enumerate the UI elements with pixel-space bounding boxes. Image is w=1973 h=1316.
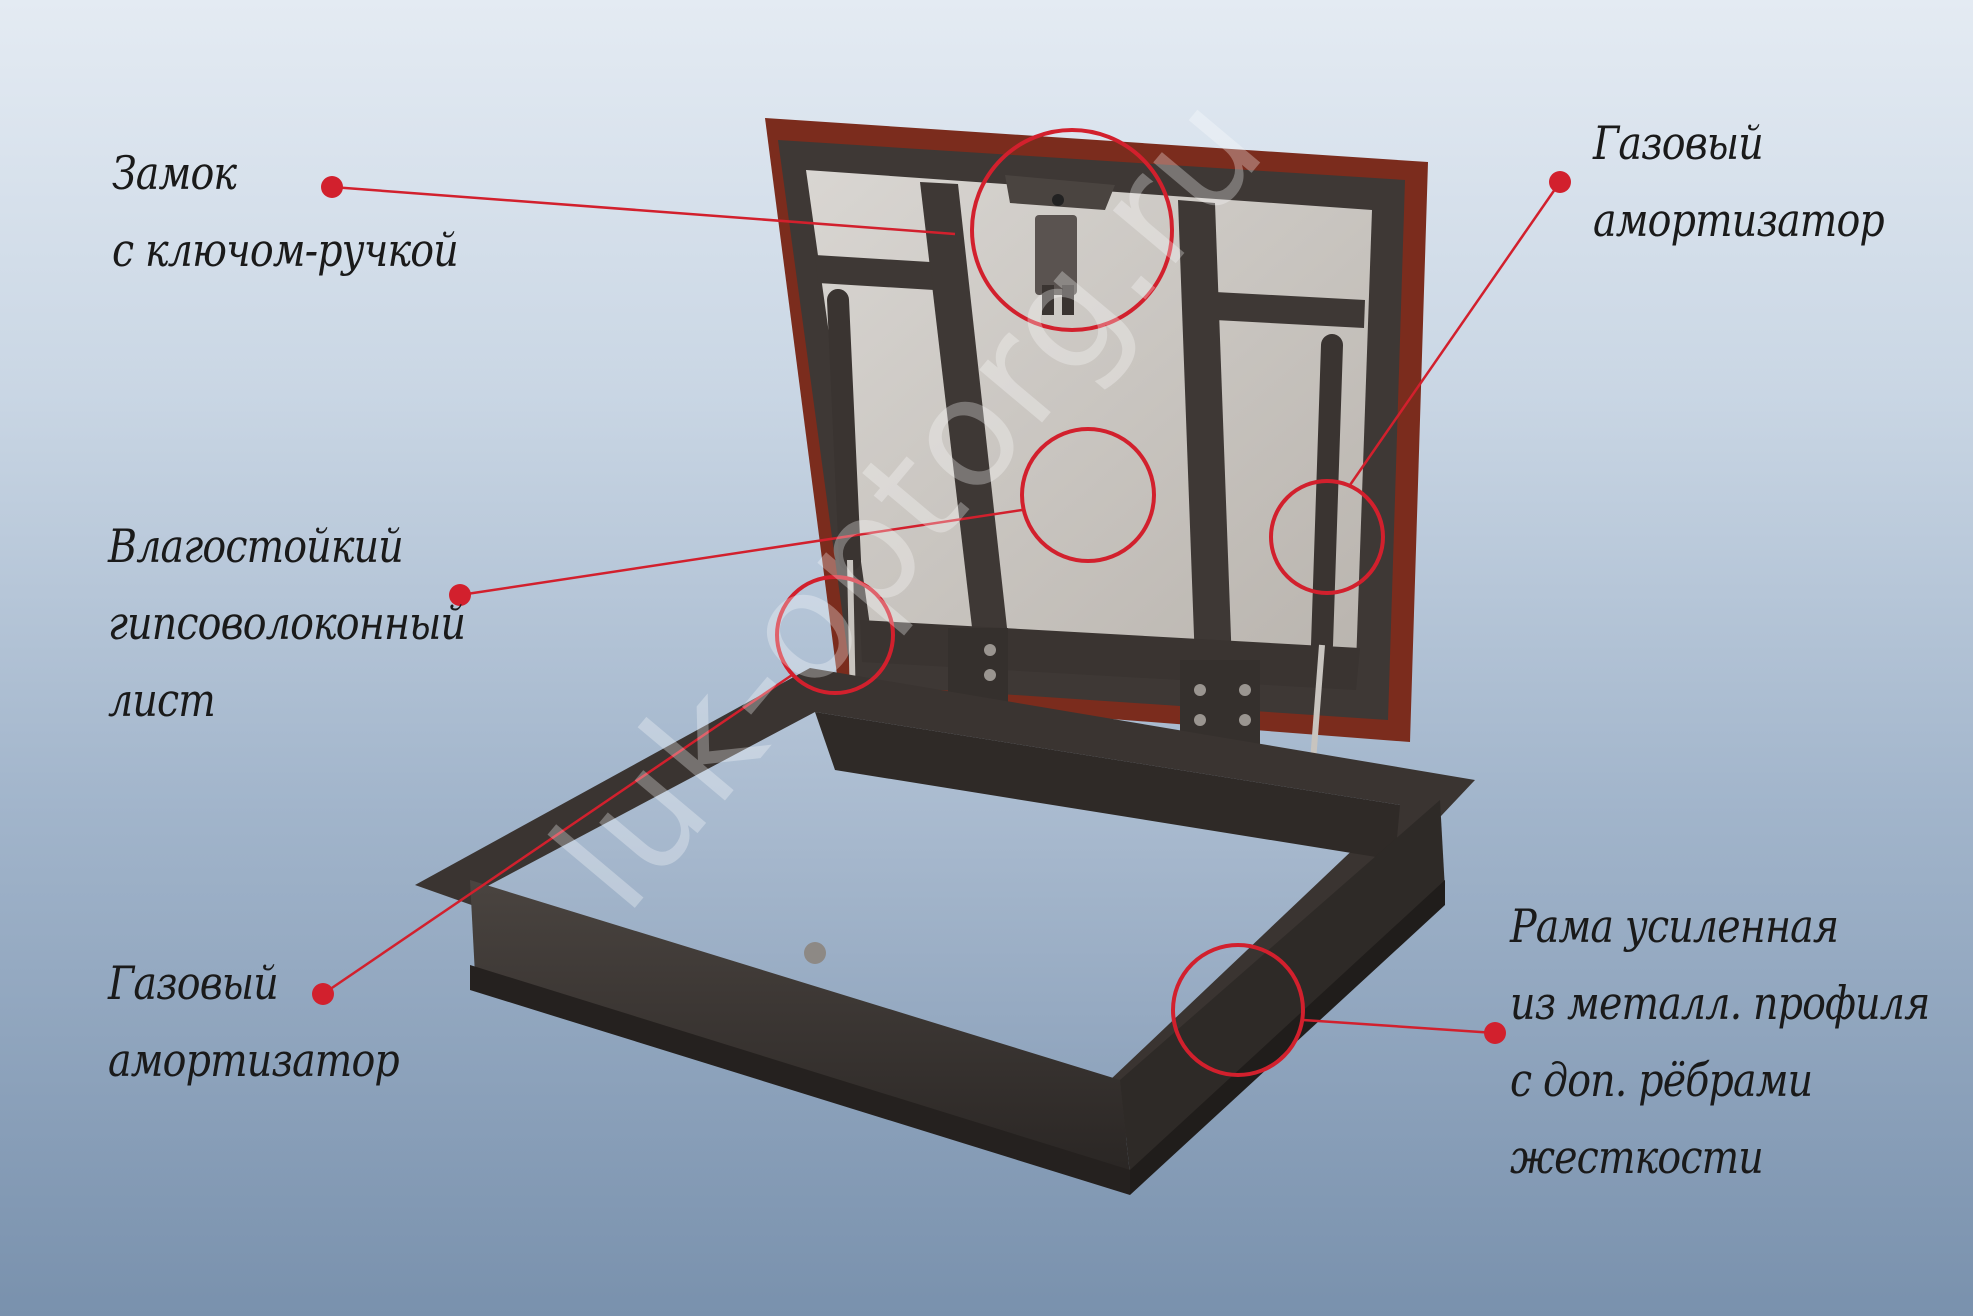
label-lock: Замок с ключом-ручкой: [112, 135, 459, 289]
label-frame: Рама усиленная из металл. профиля с доп.…: [1510, 888, 1930, 1196]
label-frame-line1: Рама усиленная: [1510, 899, 1839, 953]
lid-rib: [920, 182, 1010, 655]
lock-plate: [1005, 175, 1115, 210]
label-frame-line4: жесткости: [1510, 1130, 1764, 1184]
callout-dot-frame: [1484, 1022, 1506, 1044]
frame-rib: [470, 965, 1130, 1195]
label-gypsum: Влагостойкий гипсоволоконный лист: [108, 508, 466, 739]
lid-rib: [1215, 292, 1365, 328]
label-gas-top-line1: Газовый: [1593, 116, 1764, 170]
callout-line-gas-top: [1348, 181, 1562, 486]
label-gas-top: Газовый амортизатор: [1593, 105, 1885, 259]
label-gypsum-line3: лист: [108, 673, 216, 727]
callout-circle-frame: [1171, 943, 1305, 1077]
lock-latch: [1042, 285, 1054, 315]
lock-latch: [1062, 285, 1074, 315]
label-lock-line1: Замок: [112, 146, 237, 200]
callout-circle-lock: [970, 128, 1174, 332]
hinge-bolt: [1239, 714, 1251, 726]
callout-circle-gas-bottom: [775, 575, 895, 695]
label-gas-top-line2: амортизатор: [1593, 193, 1885, 247]
lock-body: [1035, 215, 1077, 295]
label-frame-line3: с доп. рёбрами: [1510, 1053, 1813, 1107]
callout-line-frame: [1302, 1018, 1496, 1035]
frame-back-wall: [815, 712, 1400, 860]
frame-bolt: [804, 942, 826, 964]
callout-line-gas-bottom: [322, 673, 793, 996]
callout-circle-gas-top: [1269, 479, 1385, 595]
gas-strut-right-cylinder: [1311, 334, 1343, 656]
label-gypsum-line1: Влагостойкий: [108, 519, 404, 573]
hinge-bolt: [1194, 714, 1206, 726]
label-lock-line2: с ключом-ручкой: [112, 223, 459, 277]
callout-dot-gypsum: [449, 584, 471, 606]
hinge-bolt: [1194, 684, 1206, 696]
label-frame-line2: из металл. профиля: [1510, 976, 1930, 1030]
callouts: [312, 128, 1571, 1077]
frame-front-left: [470, 880, 1130, 1175]
label-gas-bottom-line2: амортизатор: [108, 1033, 400, 1087]
hinge-bolt: [1239, 684, 1251, 696]
frame-rib: [1130, 880, 1445, 1195]
callout-line-gypsum: [459, 508, 1023, 597]
lock-keyhole: [1052, 194, 1064, 206]
gas-strut-left-cylinder: [827, 289, 861, 571]
callout-dot-lock: [321, 176, 343, 198]
frame-front-right: [1120, 800, 1445, 1175]
hinge-bolt: [984, 644, 996, 656]
callout-dot-gas-top: [1549, 171, 1571, 193]
lid-rib: [815, 255, 934, 290]
label-gas-bottom: Газовый амортизатор: [108, 945, 400, 1099]
label-gas-bottom-line1: Газовый: [108, 956, 279, 1010]
callout-dot-gas-bottom: [312, 983, 334, 1005]
callout-line-lock: [331, 185, 956, 236]
callout-circle-gypsum: [1020, 427, 1156, 563]
hatch-lid: [765, 118, 1428, 742]
label-gypsum-line2: гипсоволоконный: [108, 596, 466, 650]
hinge-bolt: [984, 669, 996, 681]
hatch-frame: [415, 668, 1475, 1195]
